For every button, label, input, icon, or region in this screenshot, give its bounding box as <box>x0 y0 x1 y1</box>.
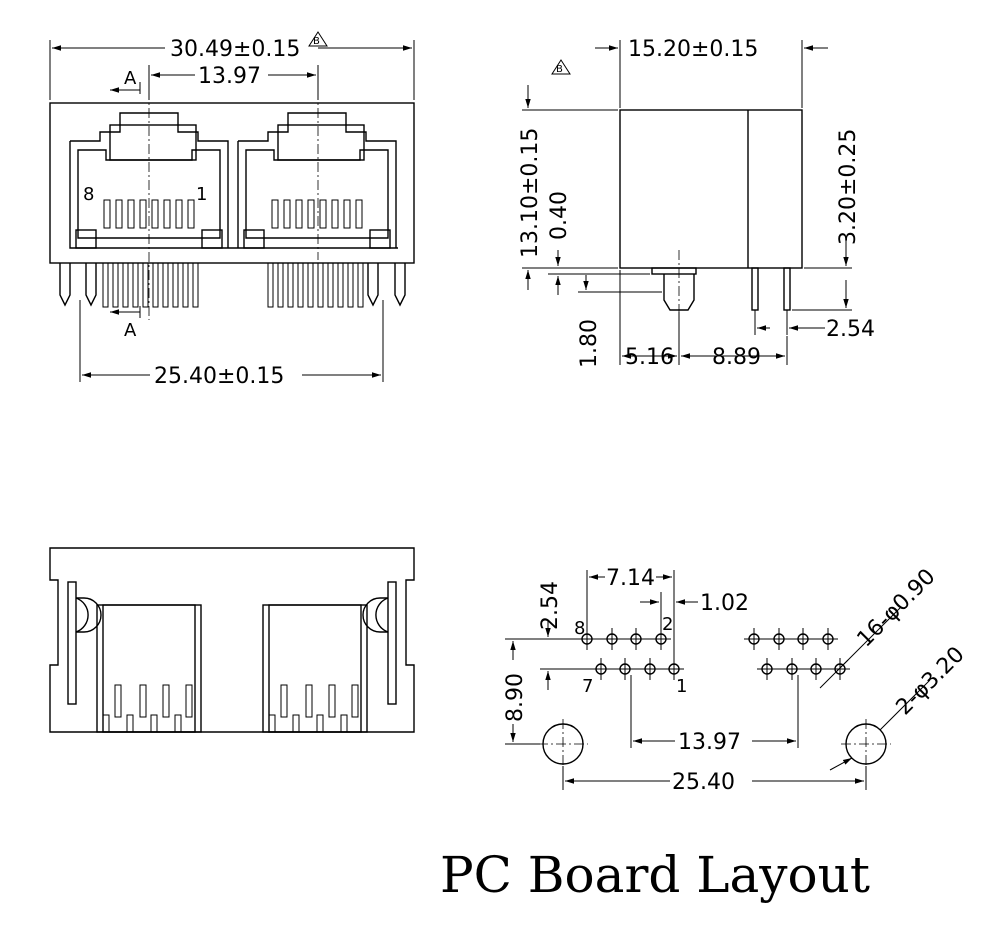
pin-length-label: 3.20±0.25 <box>836 129 861 245</box>
standoff-label: 0.40 <box>547 191 572 240</box>
mount-hole-callout: 2-φ3.20 <box>892 642 970 720</box>
pin-label-8: 8 <box>83 184 94 205</box>
page-title: PC Board Layout <box>440 846 870 904</box>
svg-text:B: B <box>313 36 320 47</box>
row-offset-label: 2.54 <box>538 581 563 630</box>
pin-offset-label: 5.16 <box>625 345 674 370</box>
pin-span-label: 25.40±0.15 <box>154 364 284 389</box>
port-spacing-label: 13.97 <box>678 730 741 755</box>
section-mark-bottom: A <box>124 320 137 341</box>
depth-label: 15.20±0.15 <box>628 37 758 62</box>
pin-pitch-label: 2.54 <box>826 317 875 342</box>
revision-triangle-icon-side: B <box>551 59 571 75</box>
post-length-label: 1.80 <box>577 319 602 368</box>
svg-text:B: B <box>556 64 563 75</box>
pcb-label-2: 2 <box>662 614 673 635</box>
mount-spacing-label: 25.40 <box>672 770 735 795</box>
hole-group <box>581 633 846 675</box>
pin-label-1: 1 <box>196 184 207 205</box>
pcb-layout: 8 2 7 1 7.14 1.02 2.54 8.90 <box>503 564 970 795</box>
hole-callout: 16-φ0.90 <box>853 564 941 652</box>
pin-spacing-label: 8.89 <box>712 345 761 370</box>
revision-triangle-icon: B <box>308 31 328 47</box>
pcb-label-1: 1 <box>676 676 687 697</box>
overall-width-label: 30.49±0.15 <box>170 37 300 62</box>
section-mark-top: A <box>124 68 137 89</box>
bottom-view <box>49 547 415 733</box>
pin-stagger-label: 1.02 <box>700 591 749 616</box>
height-label: 13.10±0.15 <box>518 128 543 258</box>
vertical-offset-label: 8.90 <box>503 673 528 722</box>
front-view: 30.49±0.15 B 13.97 A 8 1 <box>49 31 415 389</box>
row-span-label: 7.14 <box>606 566 655 591</box>
pcb-label-7: 7 <box>582 676 593 697</box>
side-view: 15.20±0.15 B 13.10±0.15 0.40 1.80 <box>518 37 875 370</box>
port-pitch-label: 13.97 <box>198 64 261 89</box>
pcb-label-8: 8 <box>574 618 585 639</box>
